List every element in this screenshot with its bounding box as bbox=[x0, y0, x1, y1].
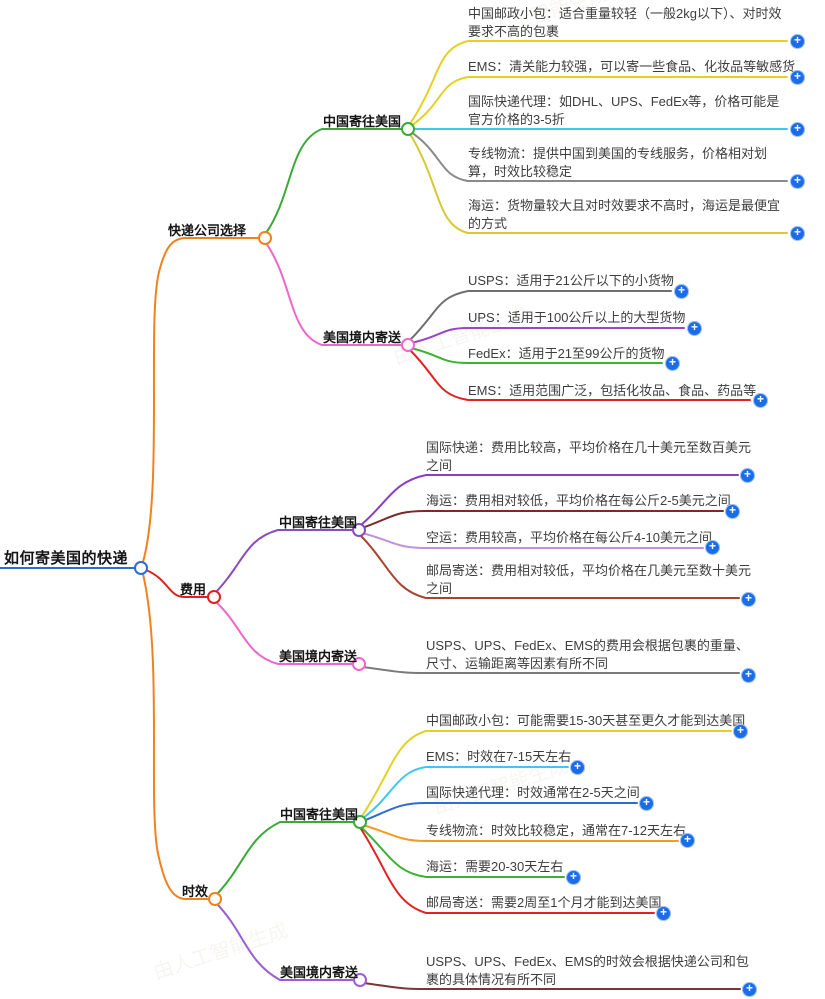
leaf-node[interactable]: 海运：货物量较大且对时效要求不高时，海运是最便宜的方式 bbox=[468, 198, 781, 231]
expand-icon[interactable]: + bbox=[665, 356, 680, 371]
leaf-node[interactable]: 中国邮政小包：适合重量较轻（一般2kg以下）、对时效要求不高的包裹 bbox=[468, 6, 782, 39]
expand-icon[interactable]: + bbox=[790, 122, 805, 137]
leaf-node[interactable]: EMS：时效在7-15天左右 bbox=[426, 749, 572, 764]
expand-icon[interactable]: + bbox=[740, 468, 755, 483]
branch-node-time[interactable]: 时效 bbox=[182, 884, 209, 899]
expand-icon[interactable]: + bbox=[753, 393, 768, 408]
expand-icon[interactable]: + bbox=[790, 34, 805, 49]
expand-icon[interactable]: + bbox=[790, 70, 805, 85]
subnode-cost-us-domestic[interactable]: 美国境内寄送 bbox=[279, 649, 358, 664]
subnode-time-china-to-us[interactable]: 中国寄往美国 bbox=[280, 807, 359, 822]
subnode-company-china-to-us[interactable]: 中国寄往美国 bbox=[323, 114, 402, 129]
expand-icon[interactable]: + bbox=[639, 796, 654, 811]
expand-icon[interactable]: + bbox=[733, 724, 748, 739]
expand-icon[interactable]: + bbox=[656, 906, 671, 921]
expand-icon[interactable]: + bbox=[790, 174, 805, 189]
leaf-node[interactable]: 海运：需要20-30天左右 bbox=[426, 859, 564, 874]
expand-icon[interactable]: + bbox=[570, 760, 585, 775]
leaf-node[interactable]: EMS：适用范围广泛，包括化妆品、食品、药品等 bbox=[468, 383, 757, 398]
expand-icon[interactable]: + bbox=[741, 592, 756, 607]
branch-node-company[interactable]: 快递公司选择 bbox=[168, 223, 247, 238]
expand-icon[interactable]: + bbox=[725, 504, 740, 519]
leaf-node[interactable]: 邮局寄送：费用相对较低，平均价格在几美元至数十美元之间 bbox=[426, 563, 752, 596]
leaf-node[interactable]: 国际快递：费用比较高，平均价格在几十美元至数百美元之间 bbox=[426, 440, 752, 473]
leaf-node[interactable]: UPS：适用于100公斤以上的大型货物 bbox=[468, 310, 686, 325]
subnode-cost-china-to-us[interactable]: 中国寄往美国 bbox=[279, 515, 358, 530]
leaf-node[interactable]: 空运：费用较高，平均价格在每公斤4-10美元之间 bbox=[426, 530, 713, 545]
leaf-node[interactable]: USPS：适用于21公斤以下的小货物 bbox=[468, 273, 674, 288]
expand-icon[interactable]: + bbox=[705, 540, 720, 555]
expand-icon[interactable]: + bbox=[566, 870, 581, 885]
branch-node-cost[interactable]: 费用 bbox=[180, 582, 207, 597]
expand-icon[interactable]: + bbox=[674, 284, 689, 299]
leaf-node[interactable]: 专线物流：提供中国到美国的专线服务，价格相对划算，时效比较稳定 bbox=[468, 146, 768, 179]
leaf-node[interactable]: 邮局寄送：需要2周至1个月才能到达美国 bbox=[426, 895, 662, 910]
expand-icon[interactable]: + bbox=[742, 982, 757, 997]
subnode-company-us-domestic[interactable]: 美国境内寄送 bbox=[323, 330, 402, 345]
leaf-node[interactable]: FedEx：适用于21至99公斤的货物 bbox=[468, 346, 665, 361]
leaf-node[interactable]: 海运：费用相对较低，平均价格在每公斤2-5美元之间 bbox=[426, 493, 731, 508]
expand-icon[interactable]: + bbox=[741, 668, 756, 683]
subnode-time-us-domestic[interactable]: 美国境内寄送 bbox=[280, 965, 359, 980]
leaf-node[interactable]: USPS、UPS、FedEx、EMS的时效会根据快递公司和包裹的具体情况有所不同 bbox=[426, 954, 749, 987]
expand-icon[interactable]: + bbox=[790, 226, 805, 241]
leaf-node[interactable]: 国际快递代理：时效通常在2-5天之间 bbox=[426, 785, 640, 800]
expand-icon[interactable]: + bbox=[680, 833, 695, 848]
leaf-node[interactable]: 国际快递代理：如DHL、UPS、FedEx等，价格可能是官方价格的3-5折 bbox=[468, 94, 780, 127]
root-node[interactable]: 如何寄美国的快递 bbox=[4, 550, 129, 567]
expand-icon[interactable]: + bbox=[687, 321, 702, 336]
leaf-node[interactable]: EMS：清关能力较强，可以寄一些食品、化妆品等敏感货 bbox=[468, 59, 796, 74]
leaf-node[interactable]: USPS、UPS、FedEx、EMS的费用会根据包裹的重量、尺寸、运输距离等因素… bbox=[426, 638, 749, 671]
leaf-node[interactable]: 专线物流：时效比较稳定，通常在7-12天左右 bbox=[426, 823, 687, 838]
leaf-node[interactable]: 中国邮政小包：可能需要15-30天甚至更久才能到达美国 bbox=[426, 713, 746, 728]
